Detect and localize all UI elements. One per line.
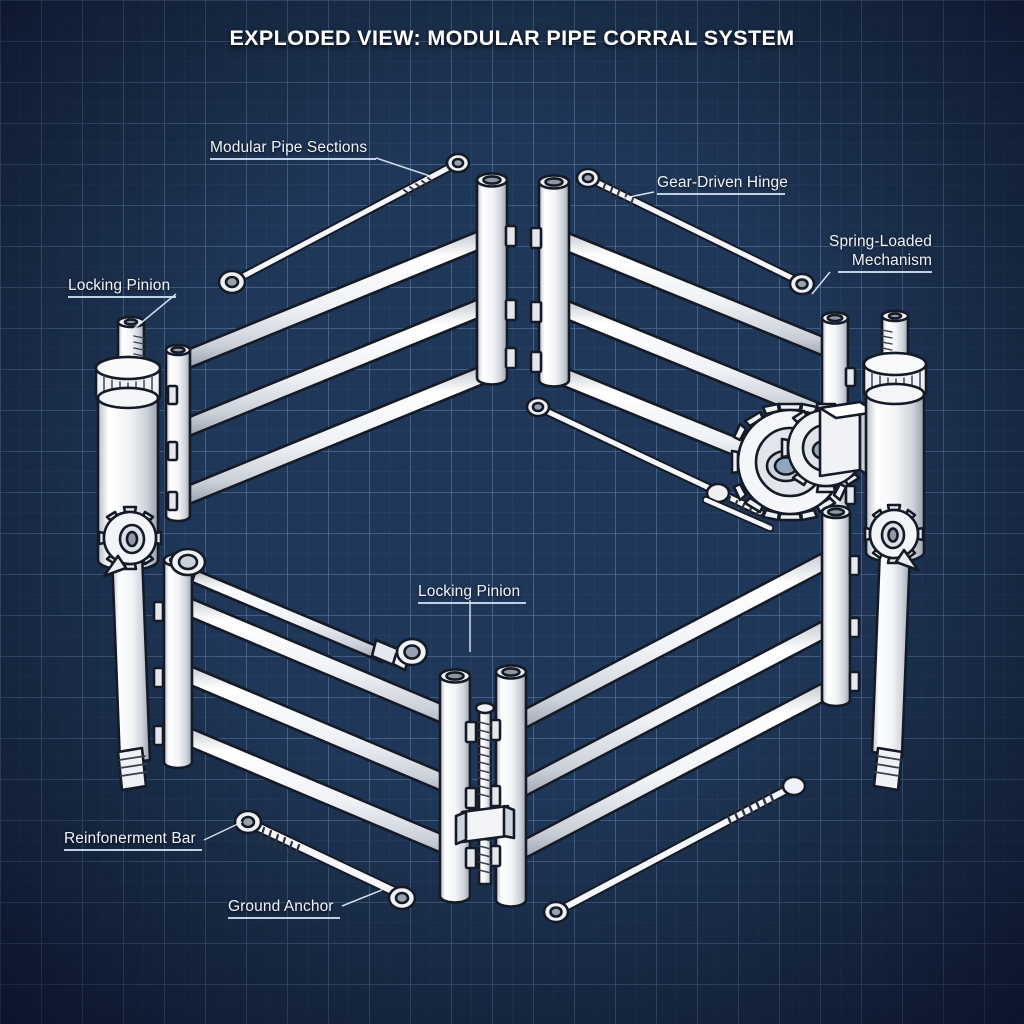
label-locking-pinion-left: Locking Pinion [68,276,176,298]
thread-coil [724,495,760,524]
spring-loaded-cylinder-left [94,315,163,792]
reinforcement-bar [233,809,417,911]
mounting-bracket [454,804,516,846]
label-underline [68,296,176,298]
bracket-tab [529,226,543,250]
bracket-tab [504,224,518,248]
leader-lines [129,157,831,907]
bracket-tab [848,670,861,693]
vertical-post [820,504,861,708]
bracket-tab [166,440,179,462]
leader-reinforcement-bar [203,821,243,841]
label-text: Ground Anchor [228,898,334,915]
bracket-tab [152,600,165,623]
thread-coil [403,177,437,197]
hex-nut [788,272,816,296]
thread-coil [258,826,301,859]
spring-loaded-cylinder-right [862,309,928,792]
bracket-tab [504,298,518,322]
label-text: Locking Pinion [418,583,521,600]
ground-anchor-tip [872,746,904,792]
vertical-post [438,668,478,904]
bolt-head [445,152,471,174]
bracket-tab [844,366,857,388]
label-text-line1: Spring-Loaded [829,233,932,250]
label-locking-pinion-center: Locking Pinion [418,582,526,604]
locking-pinion [863,503,925,572]
end-cap [542,900,570,924]
ground-anchor-tip [116,746,148,792]
fastener-rod [702,496,774,532]
piston-shaft [870,546,912,758]
label-spring-loaded-mechanism: Spring-Loaded Mechanism [828,232,932,273]
label-text: Reinfonerment Bar [64,830,196,847]
leader-modular-pipe-sections [375,157,431,177]
bracket-tab [504,346,518,370]
label-underline [418,602,526,604]
thread-coil [601,181,635,207]
label-text-line2: Mechanism [851,252,932,269]
bracket-tab [848,616,861,639]
gear-driven-hinge [730,400,878,522]
hex-nut [525,396,551,418]
label-modular-pipe-sections: Modular Pipe Sections [210,138,376,160]
label-underline [838,271,932,273]
bracket-tab [152,666,165,689]
hex-nut [217,269,247,295]
end-cap [395,637,429,667]
tension-rod [542,775,807,924]
bracket-tab [529,350,543,374]
telescoping-rail [169,547,429,672]
label-underline [657,193,785,195]
leader-gear-driven-hinge [623,191,655,199]
piston-shaft [110,550,152,766]
vertical-post [529,174,571,388]
label-text: Modular Pipe Sections [210,139,368,156]
fastener-rod [217,152,471,295]
label-reinforcement-bar: Reinfonerment Bar [64,829,202,851]
end-cap [781,775,807,797]
leader-ground-anchor [341,889,383,907]
leader-spring-loaded [811,271,831,295]
thread-coil [724,787,776,828]
ground-anchor-bolt [454,701,516,886]
bracket-tab [844,484,857,506]
label-gear-driven-hinge: Gear-Driven Hinge [657,173,788,195]
label-underline [64,849,202,851]
vertical-post [475,172,518,386]
bolt-head [575,167,601,189]
bracket-tab [464,846,478,870]
bracket-tab [152,724,165,747]
bracket-tab [166,490,179,512]
label-text: Gear-Driven Hinge [657,174,788,191]
leader-locking-pinion-left [129,293,177,333]
label-text: Locking Pinion [68,277,171,294]
label-ground-anchor: Ground Anchor [228,897,340,919]
page-title: EXPLODED VIEW: MODULAR PIPE CORRAL SYSTE… [229,26,795,50]
end-cap [169,547,207,577]
label-underline [228,917,340,919]
bracket-tab [464,786,478,810]
vertical-post [488,664,528,908]
bracket-tab [166,384,179,406]
fastener-rod [525,396,765,524]
bracket-tab [464,720,478,744]
vertical-post [164,343,192,523]
bracket-tab [848,554,861,577]
label-underline [210,158,376,160]
locking-pinion [97,505,163,578]
end-cap [387,885,417,911]
bolt-head [233,809,263,835]
bracket-tab [529,300,543,324]
